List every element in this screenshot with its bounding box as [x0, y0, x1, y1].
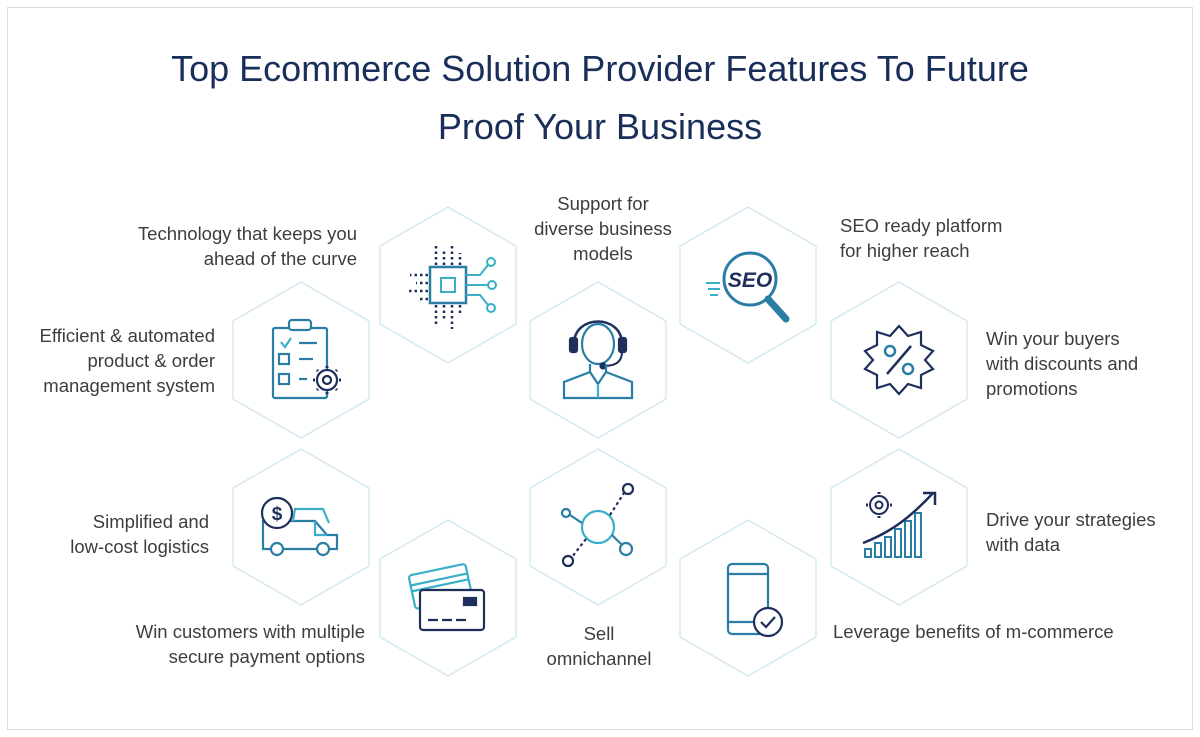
- page-title: Top Ecommerce Solution Provider Features…: [0, 40, 1200, 156]
- feature-mcommerce-line-1: Leverage benefits of m-commerce: [833, 621, 1114, 642]
- feature-discounts-line-3: promotions: [986, 378, 1078, 399]
- mobile-check-icon: [726, 562, 784, 638]
- feature-logistics-line-1: Simplified and: [92, 511, 209, 532]
- hexagon-logistics: $: [232, 448, 370, 606]
- svg-text:$: $: [272, 504, 283, 525]
- feature-business-models-line-3: models: [573, 243, 633, 264]
- title-line-1: Top Ecommerce Solution Provider Features…: [171, 48, 1029, 89]
- discount-badge-icon: [863, 324, 935, 396]
- hexagon-business-models: [529, 281, 667, 439]
- feature-order-management-line-2: product & order: [87, 350, 215, 371]
- growth-chart-icon: [862, 491, 937, 558]
- microchip-icon: [408, 243, 497, 329]
- credit-cards-icon: [407, 563, 486, 632]
- feature-payments-line-1: Win customers with multiple: [135, 621, 365, 642]
- feature-logistics-line-2: low-cost logistics: [70, 536, 209, 557]
- hexagon-seo: SEO: [679, 206, 817, 364]
- seo-magnifier-icon: SEO: [706, 251, 790, 323]
- feature-data-line-2: with data: [986, 534, 1061, 555]
- feature-business-models: Support for diverse business models: [520, 191, 686, 266]
- feature-business-models-line-1: Support for: [557, 193, 649, 214]
- support-agent-icon: [562, 320, 634, 400]
- hexagon-discounts: [830, 281, 968, 439]
- feature-business-models-line-2: diverse business: [534, 218, 672, 239]
- feature-order-management-line-1: Efficient & automated: [39, 325, 215, 346]
- feature-order-management: Efficient & automated product & order ma…: [39, 323, 215, 398]
- feature-logistics: Simplified and low-cost logistics: [70, 509, 209, 559]
- feature-seo-line-1: SEO ready platform: [840, 215, 1003, 236]
- network-nodes-icon: [560, 482, 635, 568]
- checklist-gear-icon: [271, 318, 341, 400]
- feature-omnichannel-line-1: Sell: [583, 623, 615, 644]
- feature-order-management-line-3: management system: [43, 375, 215, 396]
- feature-mcommerce: Leverage benefits of m-commerce: [833, 619, 1114, 644]
- hexagon-data: [830, 448, 968, 606]
- feature-omnichannel: Sell omnichannel: [520, 621, 678, 671]
- feature-payments-line-2: secure payment options: [168, 646, 365, 667]
- feature-technology: Technology that keeps you ahead of the c…: [138, 221, 357, 271]
- feature-seo: SEO ready platform for higher reach: [840, 213, 1002, 263]
- hexagon-omnichannel: [529, 448, 667, 606]
- feature-data-line-1: Drive your strategies: [986, 509, 1156, 530]
- feature-discounts-line-1: Win your buyers: [986, 328, 1120, 349]
- hexagon-mcommerce: [679, 519, 817, 677]
- hexagon-payments: [379, 519, 517, 677]
- feature-payments: Win customers with multiple secure payme…: [136, 619, 365, 669]
- hexagon-order-management: [232, 281, 370, 439]
- seo-icon-label: SEO: [728, 269, 772, 292]
- feature-technology-line-2: ahead of the curve: [203, 248, 357, 269]
- hexagon-technology: [379, 206, 517, 364]
- feature-technology-line-1: Technology that keeps you: [137, 223, 357, 244]
- delivery-truck-icon: $: [260, 496, 339, 557]
- feature-data: Drive your strategies with data: [986, 507, 1156, 557]
- feature-discounts-line-2: with discounts and: [986, 353, 1139, 374]
- feature-seo-line-2: for higher reach: [840, 240, 970, 261]
- feature-discounts: Win your buyers with discounts and promo…: [986, 326, 1138, 401]
- title-line-2: Proof Your Business: [437, 106, 763, 147]
- feature-omnichannel-line-2: omnichannel: [546, 648, 652, 669]
